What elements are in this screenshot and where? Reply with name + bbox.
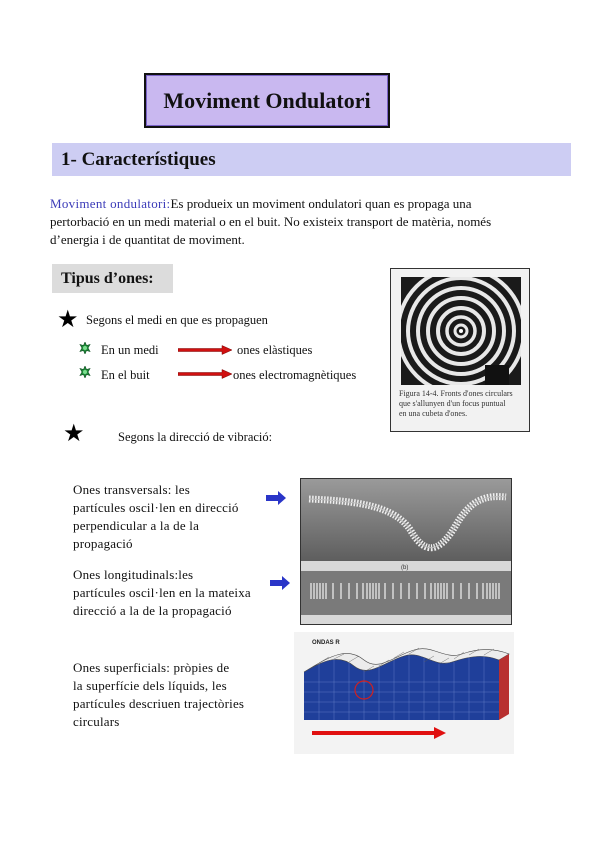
intro-term: Moviment ondulatori: bbox=[50, 196, 171, 211]
red-arrow-right-icon bbox=[178, 369, 232, 379]
surface-waves-figure: ONDAS R bbox=[294, 632, 514, 754]
surface-figure-label: ONDAS R bbox=[312, 640, 340, 646]
page-title-box: Moviment Ondulatori bbox=[144, 73, 390, 128]
green-bullet-icon bbox=[79, 342, 91, 354]
intro-line-3: d’energia i de quantitat de moviment. bbox=[50, 232, 245, 247]
green-bullet-icon bbox=[79, 366, 91, 378]
section-header: 1- Característiques bbox=[52, 143, 571, 176]
surface-description: Ones superficials: pròpies de la superfí… bbox=[73, 660, 245, 729]
medium-item-right: ones elàstiques bbox=[237, 343, 313, 357]
circular-waves-figure: Figura 14-4. Fronts d'ones circulars que… bbox=[390, 268, 530, 432]
types-heading: Tipus d’ones: bbox=[61, 269, 154, 287]
vacuum-item-left: En el buit bbox=[101, 368, 150, 382]
vacuum-item-right: ones electromagnètiques bbox=[233, 368, 357, 382]
star-icon: ★ bbox=[63, 421, 85, 447]
intro-line-1: Es produeix un moviment ondulatori quan … bbox=[170, 196, 472, 211]
transversal-description: Ones transversals: les partícules oscil·… bbox=[73, 482, 239, 551]
intro-paragraph: Moviment ondulatori:Es produeix un movim… bbox=[50, 195, 550, 249]
spring-photo-label: (b) bbox=[401, 565, 408, 571]
page-title: Moviment Ondulatori bbox=[163, 87, 371, 113]
blue-arrow-right-icon bbox=[266, 491, 286, 505]
types-header: Tipus d’ones: bbox=[52, 264, 173, 293]
star-icon: ★ bbox=[57, 307, 79, 333]
medium-item-left: En un medi bbox=[101, 343, 159, 357]
section-heading: 1- Característiques bbox=[61, 148, 216, 170]
intro-line-2: pertorbació en un medi material o en el … bbox=[50, 214, 492, 229]
spring-waves-figure: (b) bbox=[300, 478, 512, 625]
red-arrow-right-icon bbox=[178, 345, 232, 355]
figure-caption: Figura 14-4. Fronts d'ones circulars que… bbox=[399, 389, 513, 418]
longitudinal-description: Ones longitudinals:les partícules oscil·… bbox=[73, 567, 251, 618]
blue-arrow-right-icon bbox=[270, 576, 290, 590]
surface-waves-image: ONDAS R bbox=[303, 640, 510, 739]
spring-waves-image: (b) bbox=[301, 479, 511, 624]
by-medium-label: Segons el medi en que es propaguen bbox=[86, 313, 268, 327]
by-direction-label: Segons la direcció de vibració: bbox=[118, 430, 273, 444]
circular-waves-image bbox=[401, 277, 521, 385]
